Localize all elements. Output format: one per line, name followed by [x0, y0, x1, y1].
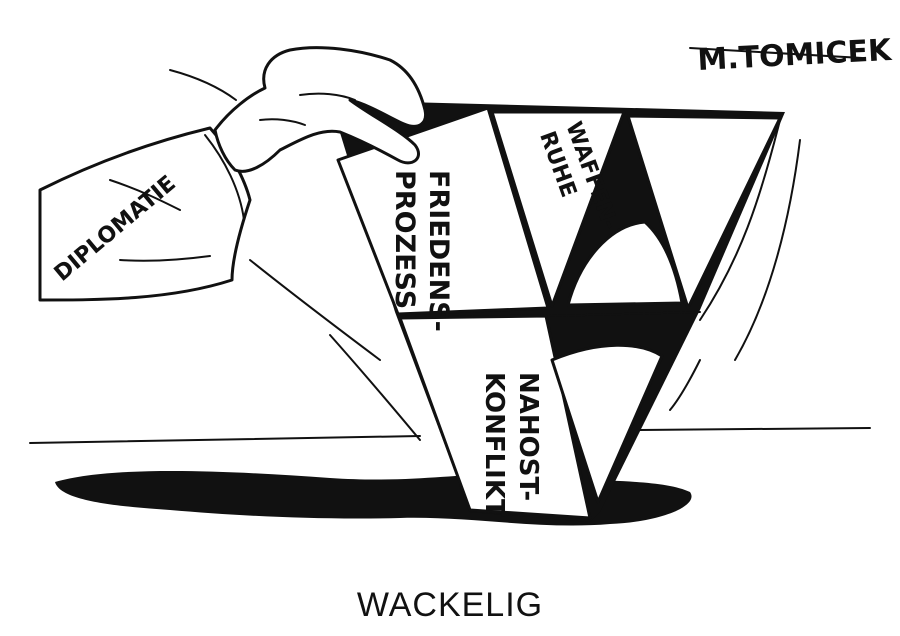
- card-waffenruhe: [490, 110, 626, 308]
- arch-shape-top: [566, 220, 684, 307]
- arch-shape-bottom: [550, 343, 664, 504]
- finger-line: [259, 118, 306, 126]
- motion-lines: [169, 69, 801, 441]
- artist-signature: M.TOMICEK: [697, 33, 894, 78]
- cartoon-caption: WACKELIG: [357, 586, 543, 624]
- card-friedensprozess: [336, 106, 550, 316]
- hand: [213, 46, 428, 173]
- card-right-triangle: [626, 114, 782, 310]
- card-nahostkonflikt: [398, 314, 592, 520]
- sleeve-cuff-line: [204, 134, 245, 221]
- sleeve-fold-line: [109, 179, 181, 211]
- knuckle-line: [299, 92, 356, 101]
- card-label-friedensprozess: FRIEDENS- PROZESS: [389, 170, 454, 341]
- signature-underline: [689, 47, 863, 59]
- card-label-nahostkonflikt: NAHOST- KONFLIKT: [479, 372, 543, 517]
- card-edge-line: [547, 311, 701, 317]
- table-edge-line: [29, 427, 871, 444]
- sleeve-fold-line-2: [119, 255, 211, 262]
